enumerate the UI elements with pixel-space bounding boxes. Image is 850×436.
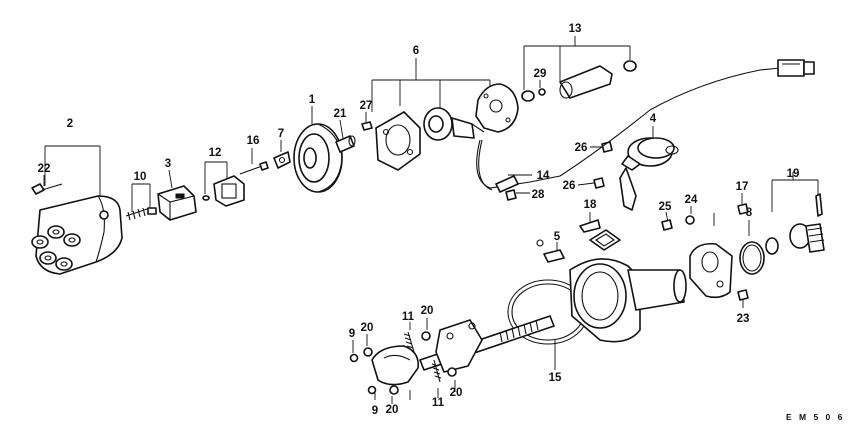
callout-11a: 11 bbox=[402, 311, 415, 323]
callout-20c: 20 bbox=[386, 404, 399, 416]
seal-12 bbox=[202, 175, 245, 207]
callout-23: 23 bbox=[737, 313, 750, 325]
callout-1: 1 bbox=[309, 94, 316, 106]
callout-26b: 26 bbox=[563, 180, 576, 192]
callout-28: 28 bbox=[532, 189, 545, 201]
cap-screw bbox=[31, 183, 63, 195]
reluctor-disc bbox=[293, 123, 343, 193]
leader-lines bbox=[43, 36, 819, 404]
distributor-cap bbox=[31, 195, 123, 275]
callout-18: 18 bbox=[584, 199, 597, 211]
callout-9b: 9 bbox=[372, 405, 378, 417]
screw-16 bbox=[239, 161, 269, 175]
callout-3: 3 bbox=[165, 158, 171, 170]
callout-7: 7 bbox=[278, 128, 284, 140]
callout-19: 19 bbox=[787, 168, 800, 180]
distributor-shaft bbox=[419, 315, 555, 373]
breaker-plate bbox=[475, 83, 519, 133]
callout-12: 12 bbox=[209, 147, 222, 159]
governor-weights bbox=[371, 345, 420, 386]
callout-14: 14 bbox=[537, 170, 550, 182]
callout-16: 16 bbox=[247, 135, 260, 147]
callout-17: 17 bbox=[736, 181, 749, 193]
clamp-14 bbox=[495, 175, 519, 201]
callout-21: 21 bbox=[334, 108, 347, 120]
callout-27: 27 bbox=[360, 100, 373, 112]
connector-13 bbox=[521, 60, 637, 102]
mount-flange bbox=[689, 242, 733, 299]
callout-15: 15 bbox=[549, 372, 562, 384]
callout-10: 10 bbox=[134, 171, 147, 183]
callout-20b: 20 bbox=[421, 305, 434, 317]
callout-20a: 20 bbox=[361, 322, 374, 334]
callout-22: 22 bbox=[38, 163, 51, 175]
screw-27 bbox=[361, 121, 373, 131]
rotor bbox=[157, 185, 197, 221]
drive-gear bbox=[765, 193, 825, 255]
callout-6: 6 bbox=[413, 45, 419, 57]
callout-13: 13 bbox=[569, 23, 582, 35]
clip-7 bbox=[273, 151, 291, 169]
callout-8: 8 bbox=[746, 207, 753, 219]
vacuum-advance bbox=[619, 137, 679, 211]
callout-20d: 20 bbox=[450, 387, 463, 399]
part-18 bbox=[579, 219, 601, 233]
gasket-square bbox=[589, 229, 621, 251]
callout-4: 4 bbox=[650, 113, 657, 125]
callout-2: 2 bbox=[67, 118, 73, 130]
callout-5: 5 bbox=[554, 231, 561, 243]
o-ring bbox=[739, 241, 765, 275]
part-5 bbox=[536, 239, 565, 263]
callouts: 1 2 3 4 5 6 7 8 9 9 10 11 11 12 13 14 15… bbox=[38, 23, 800, 417]
governor-springs bbox=[403, 331, 442, 383]
callout-29: 29 bbox=[534, 68, 547, 80]
pickup-coil bbox=[423, 107, 485, 141]
callout-26a: 26 bbox=[575, 142, 588, 154]
pin-21 bbox=[335, 135, 356, 153]
clips-20 bbox=[363, 331, 457, 395]
small-fasteners bbox=[661, 203, 749, 301]
callout-9a: 9 bbox=[349, 328, 355, 340]
rotor-screw-10 bbox=[125, 207, 157, 221]
figure-code: E M 5 0 6 bbox=[786, 412, 845, 422]
callout-24: 24 bbox=[685, 194, 698, 206]
callout-25: 25 bbox=[659, 201, 672, 213]
screw-26 bbox=[593, 141, 613, 189]
wire-harness bbox=[476, 59, 815, 191]
callout-11b: 11 bbox=[432, 397, 445, 409]
distributor-housing bbox=[507, 258, 687, 345]
washers-9 bbox=[349, 353, 377, 395]
pickup-stator bbox=[375, 111, 421, 171]
